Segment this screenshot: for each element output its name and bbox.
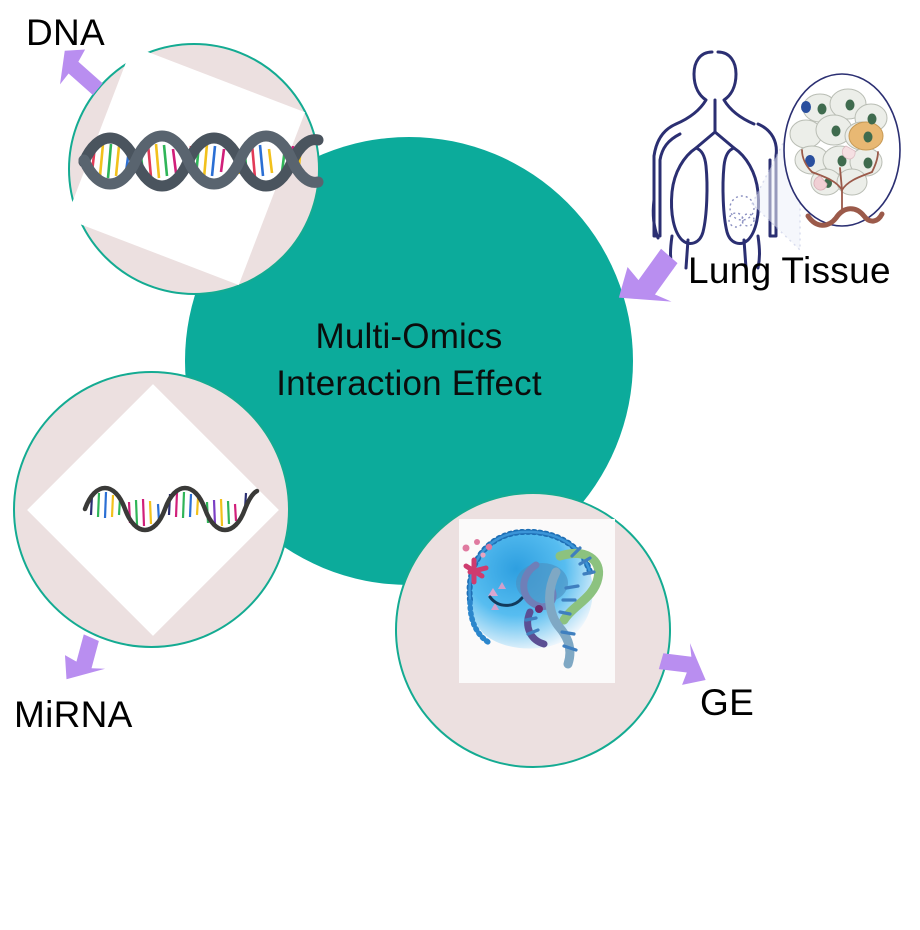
- arrow-up-right-icon-mirna: [56, 634, 116, 700]
- node-label-mirna: MiRNA: [14, 694, 133, 735]
- arrow-up-right-icon-lung: [608, 248, 700, 330]
- arrow-down-right-icon: [58, 48, 116, 96]
- node-label-dna: DNA: [26, 12, 106, 53]
- node-label-ge: GE: [700, 682, 755, 723]
- arrow-up-left-icon: [655, 640, 717, 698]
- node-label-lung-tissue: Lung Tissue: [688, 250, 891, 291]
